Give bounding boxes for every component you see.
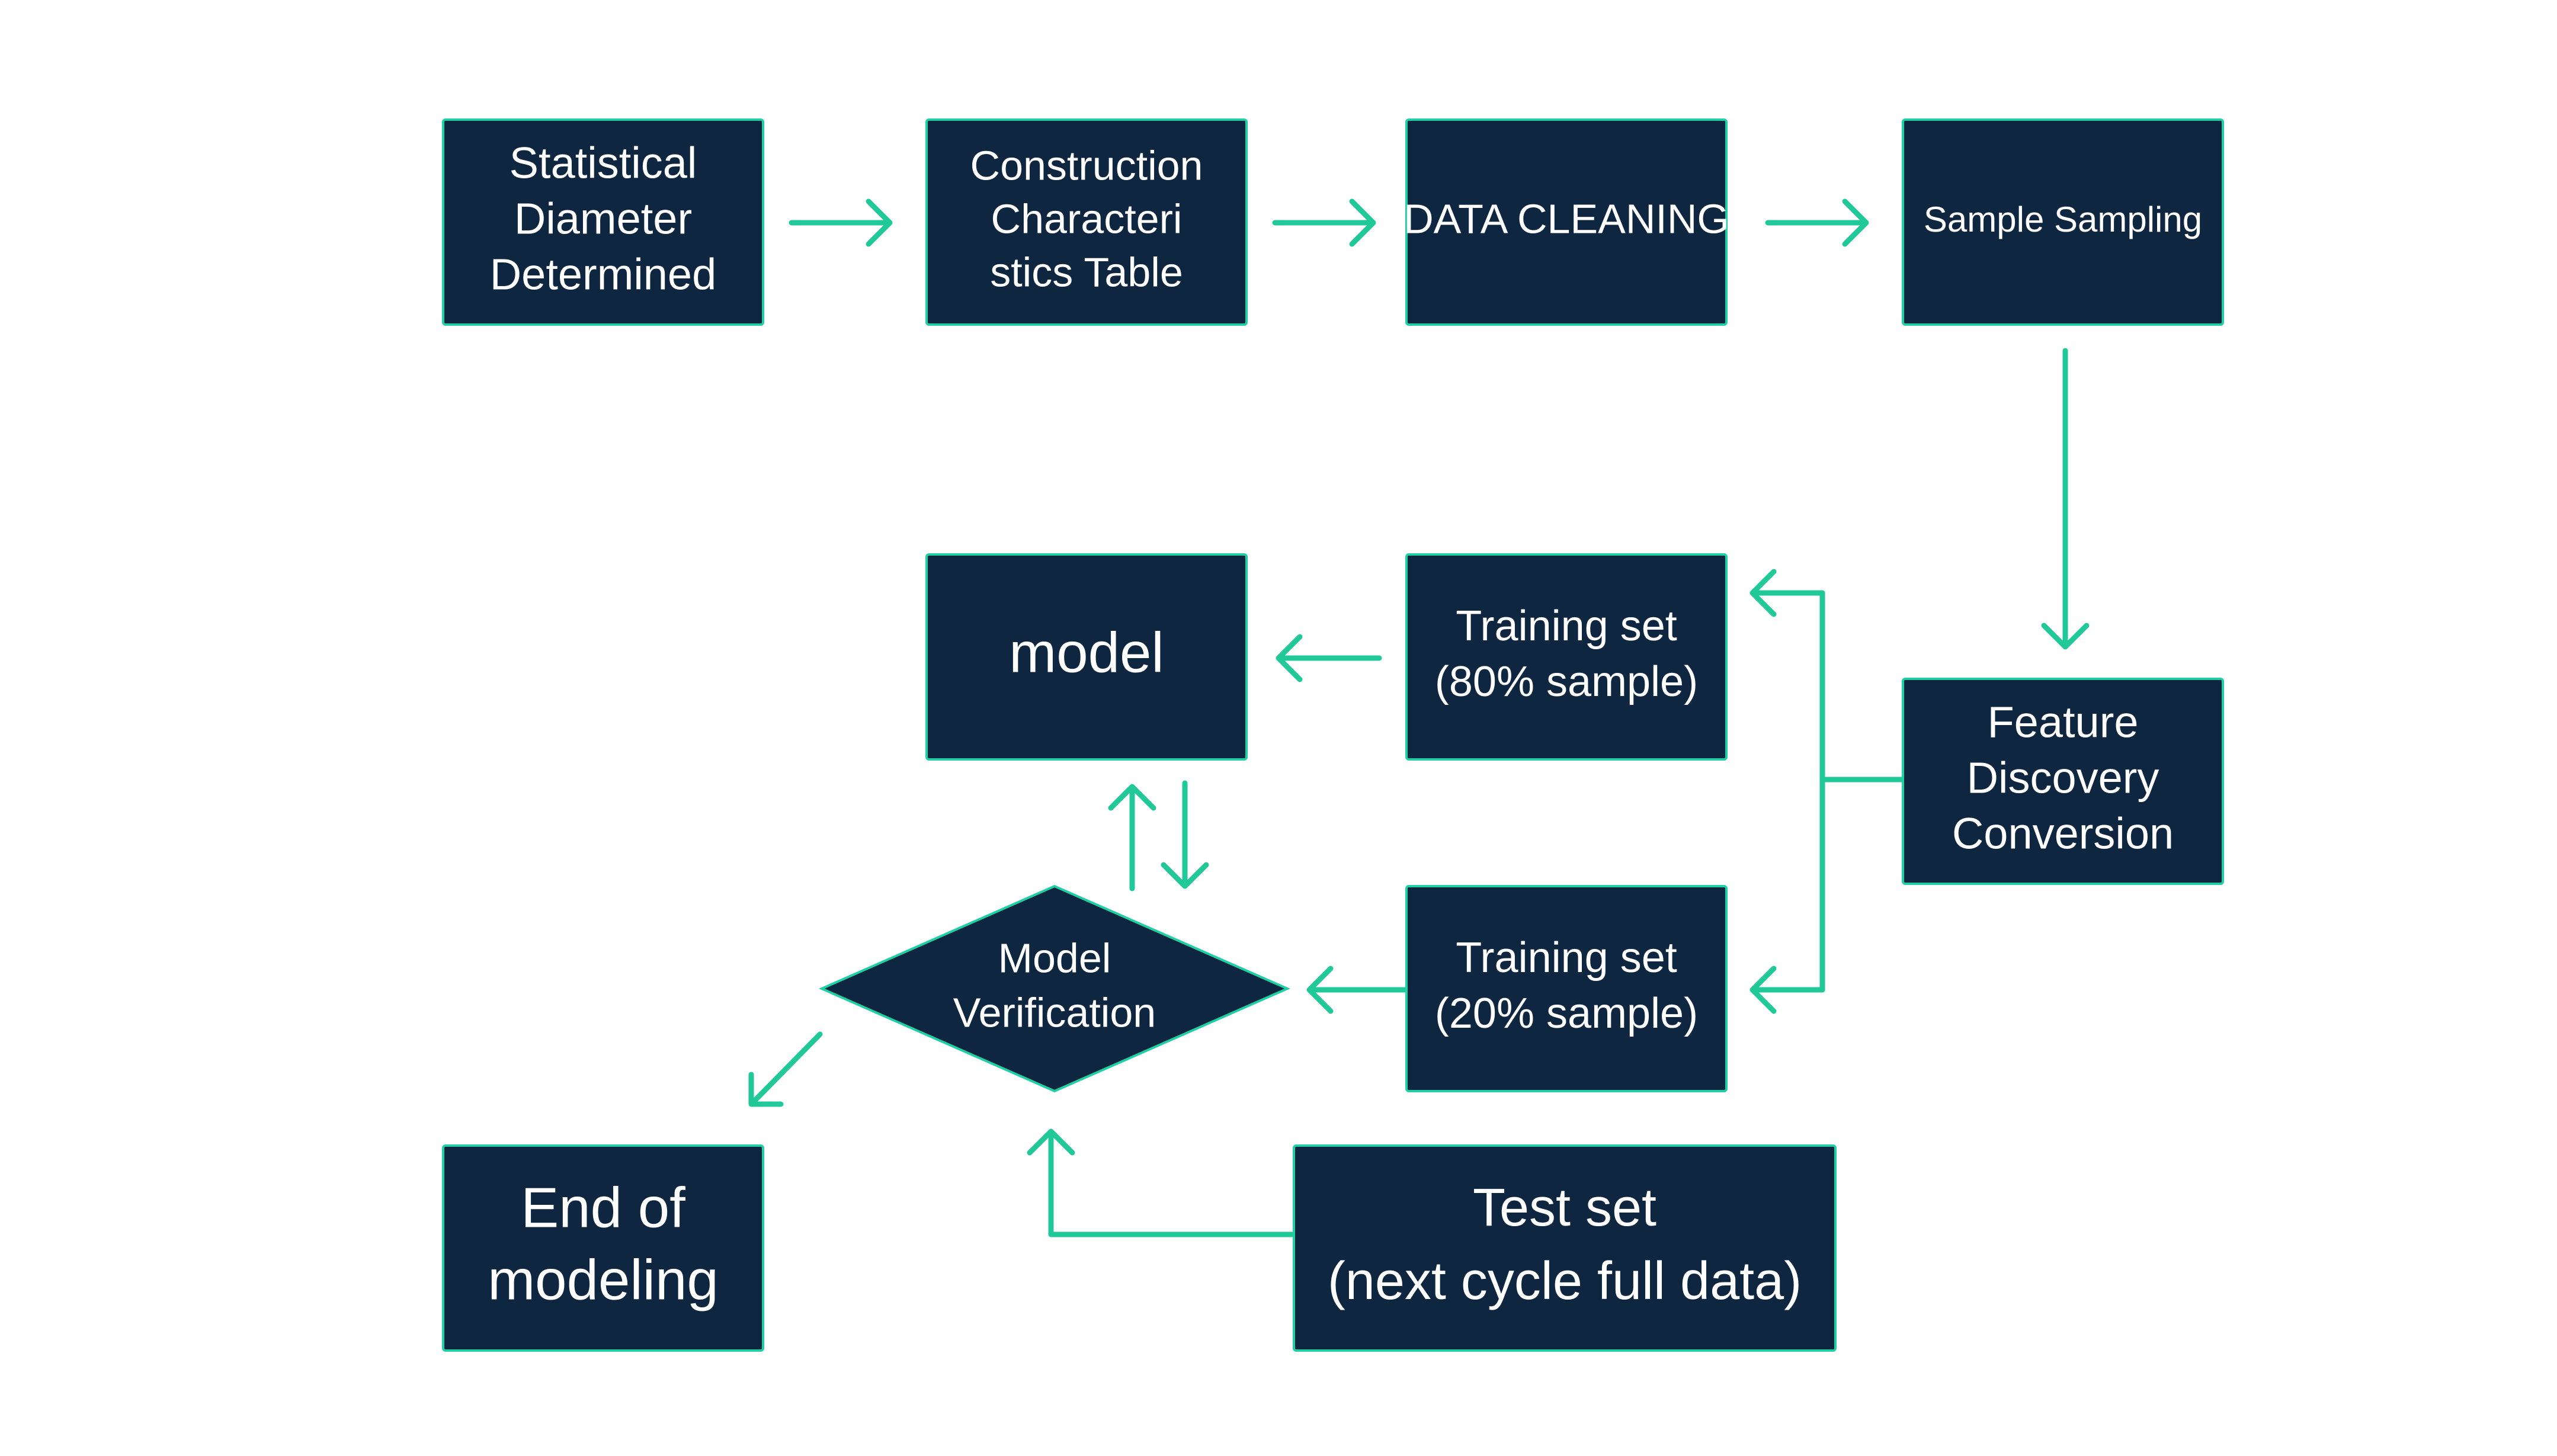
end-of-modeling-shape [442,1144,764,1352]
sample-sampling-label-line: Sample Sampling [1924,200,2202,239]
test-set-label-line: Test set [1473,1178,1656,1237]
node-end-of-modeling: End of modeling [442,1144,764,1352]
training-20-label-line: Training set [1456,934,1677,982]
construction-table-label-line: stics Table [990,249,1183,295]
model-verification-shape [819,884,1290,1093]
data-cleaning-label-line: DATA CLEANING [1404,195,1729,242]
end-of-modeling-label-line: End of [521,1176,685,1239]
model-verification-label-line: Model [998,935,1111,981]
node-test-set: Test set (next cycle full data) [1293,1144,1837,1352]
feature-discovery-label-line: Feature [1987,698,2138,747]
sample-sampling-shape [1902,118,2224,326]
training-80-label-line: (80% sample) [1435,658,1698,705]
construction-table-label-line: Construction [970,142,1203,188]
arrow-statistical-to-construction [789,198,893,247]
arrow-training80-to-model [1276,634,1382,682]
node-model: model [925,553,1248,761]
node-training-20: Training set (20% sample) [1405,885,1728,1092]
arrow-construction-to-cleaning [1272,198,1376,247]
arrow-verification-to-end [748,1031,823,1107]
test-set-label-line: (next cycle full data) [1328,1252,1802,1311]
arrow-sampling-to-feature [2041,348,2090,650]
training-20-shape [1405,885,1728,1092]
arrow-feature-to-training-sets [1749,569,1908,1014]
arrow-training20-to-verification [1306,966,1411,1014]
model-shape [925,553,1248,761]
arrow-model-to-verification [1161,780,1209,889]
arrow-testset-to-verification [1027,1128,1298,1237]
construction-table-label-line: Characteri [991,195,1183,242]
training-80-shape [1405,553,1728,761]
end-of-modeling-label-line: modeling [488,1248,719,1311]
statistical-diameter-label-line: Determined [490,250,717,299]
connectors [748,198,2090,1237]
statistical-diameter-label-line: Statistical [510,139,697,188]
node-training-80: Training set (80% sample) [1405,553,1728,761]
arrow-verification-to-model [1108,784,1156,891]
arrow-cleaning-to-sampling [1765,198,1869,247]
test-set-shape [1293,1144,1837,1352]
data-cleaning-shape [1405,118,1728,326]
node-data-cleaning: DATA CLEANING [1404,118,1729,326]
construction-table-shape [925,118,1248,326]
feature-discovery-label-line: Conversion [1952,809,2174,858]
feature-discovery-shape [1902,678,2224,885]
training-80-label-line: Training set [1456,602,1677,650]
node-sample-sampling: Sample Sampling [1902,118,2224,326]
statistical-diameter-shape [442,118,764,326]
statistical-diameter-label-line: Diameter [514,194,692,243]
model-verification-label-line: Verification [953,989,1156,1035]
training-20-label-line: (20% sample) [1435,990,1698,1037]
feature-discovery-label-line: Discovery [1967,753,2159,803]
model-label-line: model [1009,621,1164,684]
